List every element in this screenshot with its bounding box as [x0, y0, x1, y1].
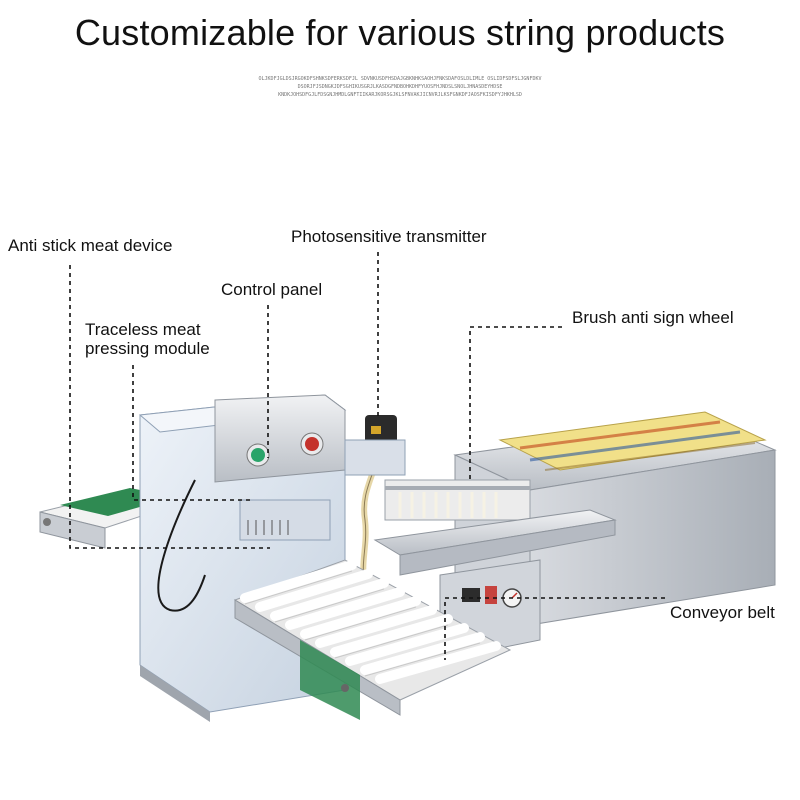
leader-brush	[469, 326, 562, 480]
photosensitive-sensor	[344, 415, 406, 581]
fine-print-line-3: KNDKJOHSDFGJLFDSGNJHMDLGNFTIIKARJKORSGJK…	[278, 92, 522, 98]
leader-conveyor	[444, 597, 665, 660]
roller-conveyor	[233, 559, 512, 720]
fine-print-line-2: DSORJFJSDNGKJDFSGHIKUSGRJLKASDGFNDBOHKDH…	[297, 84, 503, 90]
air-valve-icon	[462, 588, 480, 602]
cable-icon	[157, 479, 206, 612]
label-anti-stick-meat-device: Anti stick meat device	[8, 236, 173, 255]
label-traceless-line-2: pressing module	[85, 339, 210, 358]
stop-button-icon	[305, 437, 319, 451]
brush-wheel-assembly	[373, 479, 617, 576]
leader-anti-stick	[69, 265, 270, 549]
start-button-icon	[251, 448, 265, 462]
label-photosensitive-transmitter: Photosensitive transmitter	[291, 227, 487, 246]
label-traceless-line-1: Traceless meat	[85, 320, 201, 339]
leader-lines	[69, 252, 665, 660]
fine-print-line-1: OLJKDFJGLDSJRGOKDFSHNKSDFERKSDFJL SDVNKU…	[258, 76, 542, 82]
control-panel-box	[214, 394, 346, 483]
pressing-module	[239, 499, 331, 541]
label-control-panel: Control panel	[221, 280, 323, 299]
label-brush-anti-sign-wheel: Brush anti sign wheel	[572, 308, 734, 327]
page-title: Customizable for various string products	[74, 12, 726, 53]
label-conveyor-belt: Conveyor belt	[670, 603, 775, 622]
